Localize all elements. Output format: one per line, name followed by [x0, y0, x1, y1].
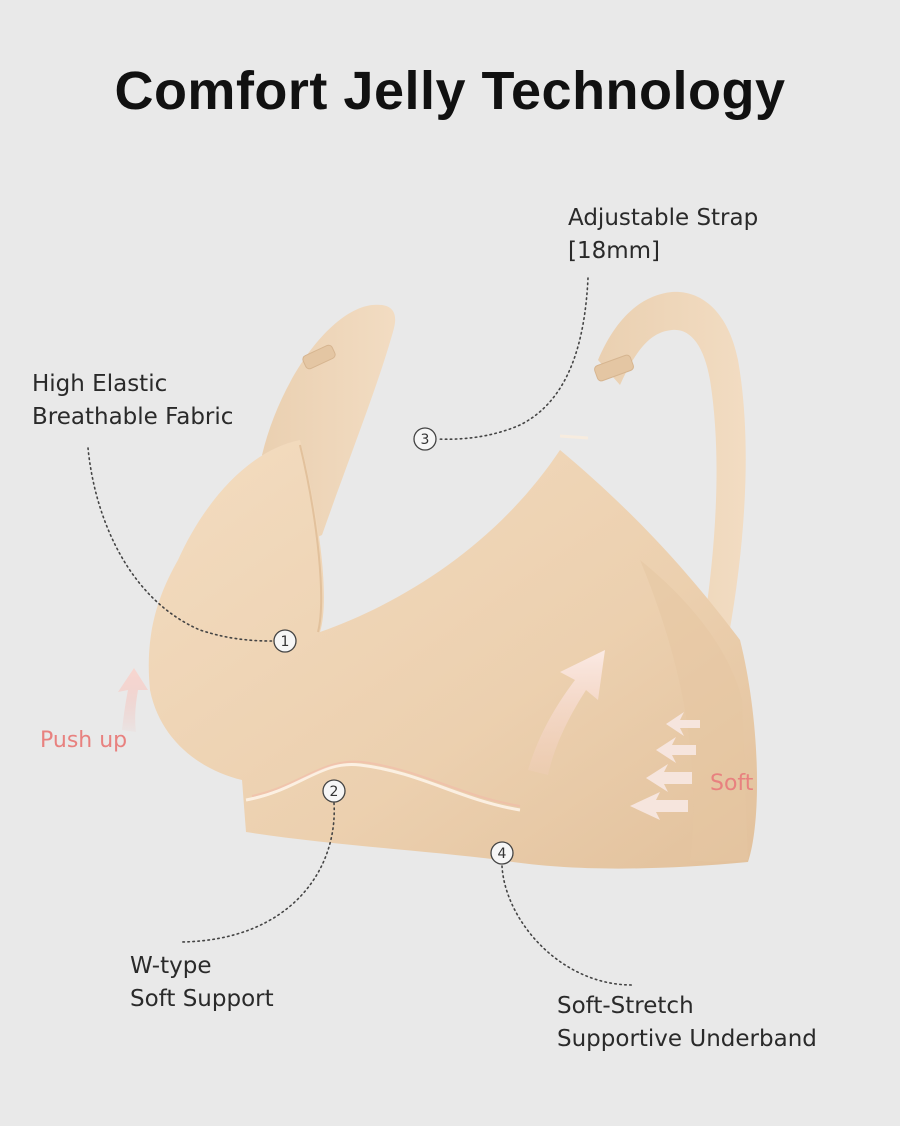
- marker-4: 4: [490, 841, 514, 865]
- leader-fabric: [87, 447, 273, 642]
- marker-1: 1: [273, 629, 297, 653]
- lift-arrow: [528, 650, 605, 775]
- soft-arrows: [630, 712, 700, 820]
- push-up-arrow: [118, 668, 148, 732]
- marker-4-number: 4: [498, 846, 507, 862]
- callout-support-line1: W-type: [130, 953, 212, 979]
- callout-strap-line2: [18mm]: [568, 238, 661, 264]
- page-title: Comfort Jelly Technology: [114, 61, 786, 121]
- callout-fabric-line1: High Elastic: [32, 371, 168, 397]
- marker-3: 3: [413, 427, 437, 451]
- soft-label: Soft: [710, 771, 754, 796]
- callout-strap-line1: Adjustable Strap: [568, 205, 759, 231]
- marker-2-number: 2: [330, 784, 339, 800]
- bra-body: [148, 440, 758, 869]
- leader-underband: [501, 865, 633, 986]
- marker-1-number: 1: [281, 634, 290, 650]
- callout-underband-line2: Supportive Underband: [557, 1026, 817, 1052]
- push-up-label: Push up: [40, 728, 128, 753]
- marker-3-number: 3: [421, 432, 430, 448]
- leader-strap: [436, 277, 589, 441]
- left-strap-slider: [302, 344, 336, 370]
- callout-underband: Soft-Stretch Supportive Underband: [557, 990, 817, 1056]
- leader-support: [181, 802, 335, 943]
- callout-strap: Adjustable Strap [18mm]: [568, 202, 758, 268]
- callout-support: W-type Soft Support: [130, 950, 274, 1016]
- callout-fabric: High Elastic Breathable Fabric: [32, 368, 233, 434]
- marker-2: 2: [322, 779, 346, 803]
- callout-underband-line1: Soft-Stretch: [557, 993, 694, 1019]
- right-strap: [598, 291, 746, 640]
- callout-support-line2: Soft Support: [130, 986, 274, 1012]
- right-strap-slider: [594, 354, 634, 382]
- callout-fabric-line2: Breathable Fabric: [32, 404, 234, 430]
